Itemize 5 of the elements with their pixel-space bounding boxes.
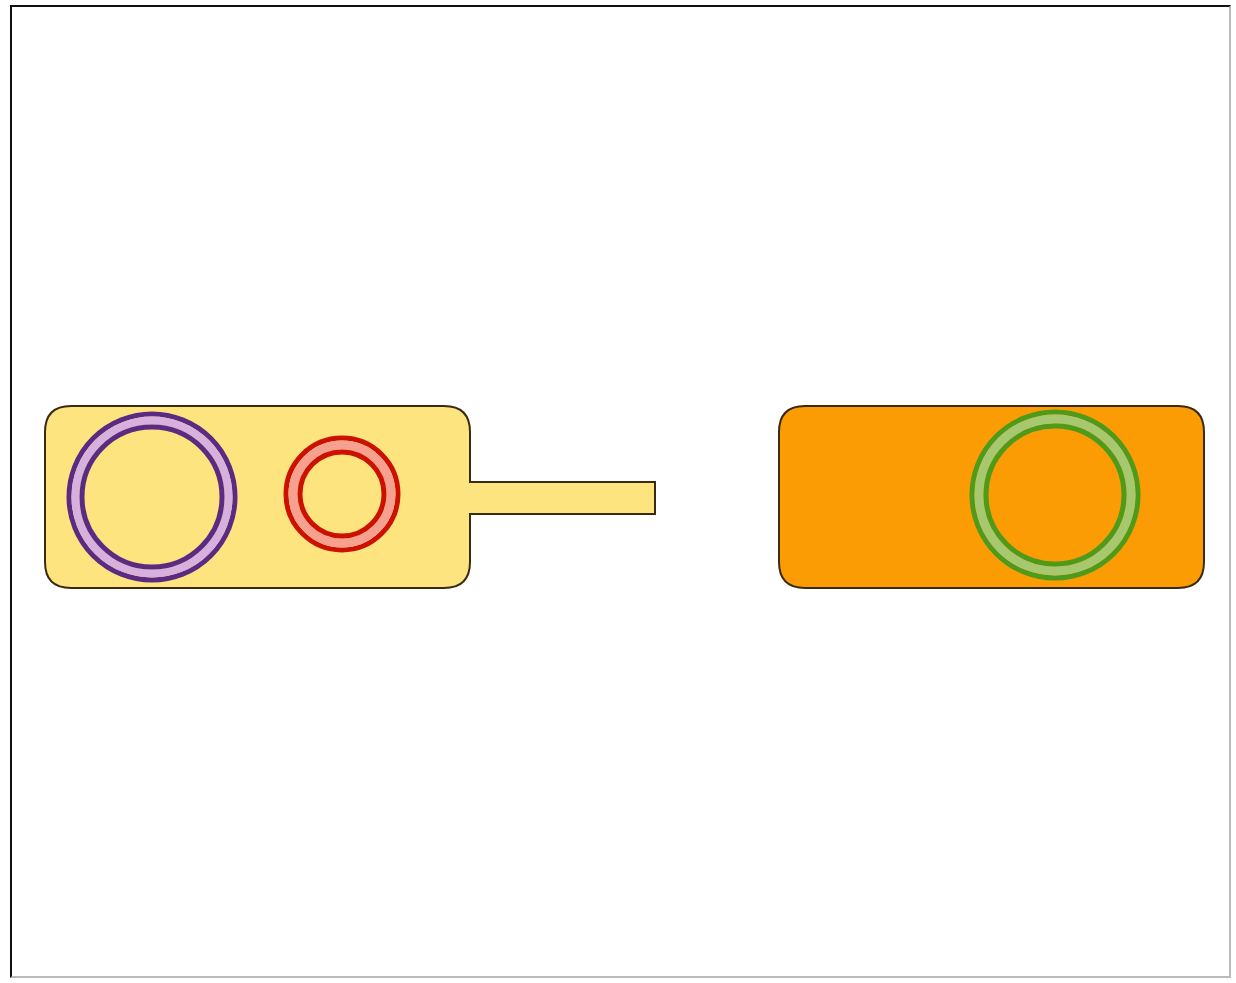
double-ring [282,434,402,554]
paddle-drawing [44,405,656,589]
rounded-panel [778,405,1205,589]
double-ring [65,410,239,584]
double-ring [968,408,1142,582]
